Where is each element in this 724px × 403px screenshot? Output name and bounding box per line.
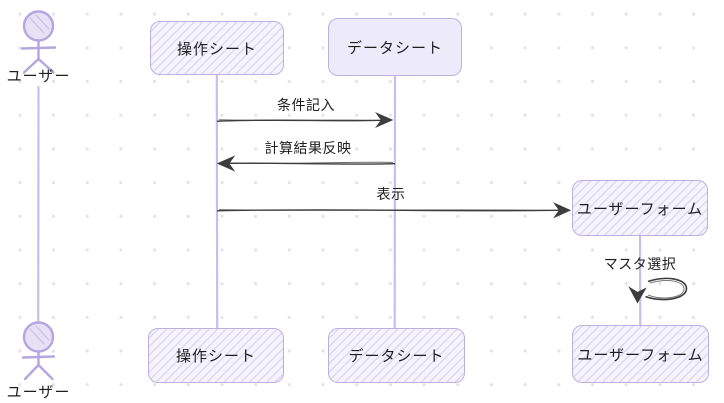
participant-box-data-sheet-top[interactable]: データシート — [328, 18, 462, 76]
participant-box-operation-sheet-top[interactable]: 操作シート — [150, 21, 284, 75]
actor-label-bottom: ユーザー — [6, 384, 71, 401]
participant-label: データシート — [346, 39, 443, 57]
participant-box-data-sheet-bottom[interactable]: データシート — [328, 328, 465, 383]
message-label-3: 表示 — [376, 186, 406, 202]
actor-label-top: ユーザー — [6, 68, 71, 85]
arrow-message-2[interactable] — [216, 155, 396, 172]
participant-box-operation-sheet-bottom[interactable]: 操作シート — [148, 328, 284, 383]
arrow-message-4-self-loop[interactable] — [628, 277, 688, 304]
participant-box-user-form-bottom[interactable]: ユーザーフォーム — [572, 325, 709, 383]
message-label-1: 条件記入 — [277, 97, 335, 113]
actor-figure-bottom[interactable] — [21, 321, 56, 381]
participant-label: 操作シート — [176, 40, 257, 58]
message-label-2: 計算結果反映 — [264, 140, 352, 156]
arrow-message-1[interactable] — [216, 111, 394, 129]
message-label-4: マスタ選択 — [603, 256, 677, 272]
participant-box-user-form[interactable]: ユーザーフォーム — [572, 180, 708, 236]
participant-label: 操作シート — [175, 348, 256, 365]
participant-label: ユーザーフォーム — [577, 346, 704, 364]
actor-figure-top[interactable] — [20, 10, 57, 74]
arrow-message-3[interactable] — [216, 202, 572, 219]
participant-label: データシート — [348, 348, 445, 365]
participant-label: ユーザーフォーム — [576, 200, 704, 218]
